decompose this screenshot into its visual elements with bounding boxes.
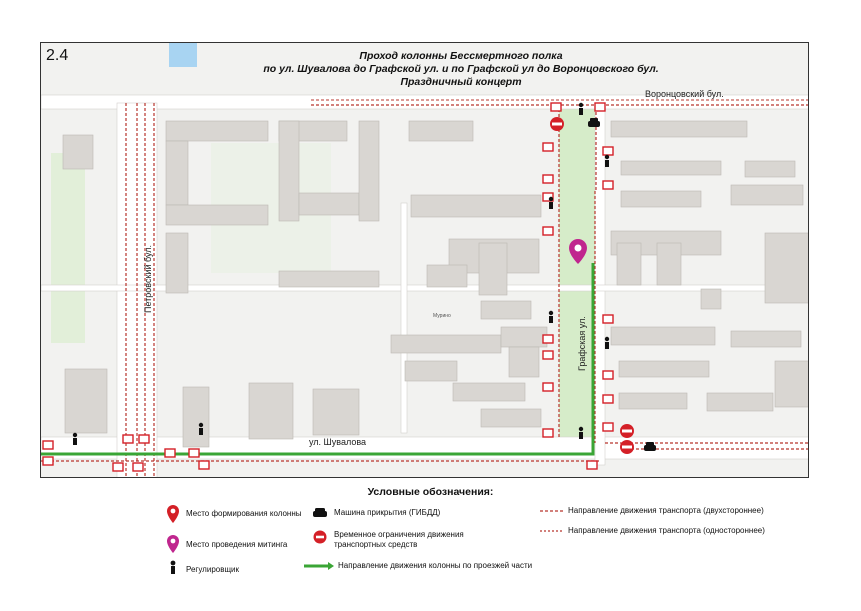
person-icon [548, 310, 554, 323]
barriers [42, 102, 614, 472]
barrier-icon [602, 422, 614, 432]
street-label-shuvalova: ул. Шувалова [309, 437, 366, 447]
map-pin-icon [569, 239, 587, 264]
barrier-icon [586, 460, 598, 470]
legend-label: Регулировщик [186, 565, 240, 574]
traffic-officers [72, 102, 610, 445]
map-title: Проход колонны Бессмертного полка по ул.… [241, 50, 681, 89]
legend-label: Направление движения колонны по проезжей… [338, 561, 533, 570]
buildings [62, 120, 808, 448]
dashed-line-icon [540, 510, 564, 512]
legend-label: Направление движения транспорта (односто… [568, 526, 765, 535]
barrier-icon [542, 142, 554, 152]
barrier-icon [602, 146, 614, 156]
barrier-icon [602, 180, 614, 190]
car-icon [313, 508, 327, 517]
no-entry-icon [550, 117, 564, 131]
water-area [169, 43, 197, 67]
barrier-icon [132, 462, 144, 472]
no-entry-icon [313, 530, 327, 544]
map-frame: Воронцовский бул. Петровский бул. Графск… [40, 42, 809, 478]
map-pin-icon [167, 535, 179, 553]
barrier-icon [164, 448, 176, 458]
legend-label: Временное ограничения движения транспорт… [334, 530, 464, 549]
no-entry-icon [620, 440, 634, 454]
barrier-icon [602, 370, 614, 380]
sheet-number: 2.4 [46, 47, 69, 64]
legend-label: Место формирования колонны [186, 509, 302, 518]
legend-label: Место проведения митинга [186, 540, 288, 549]
barrier-icon [42, 440, 54, 450]
legend-title: Условные обозначения: [367, 486, 494, 498]
barrier-icon [42, 456, 54, 466]
barrier-icon [138, 434, 150, 444]
column-route [41, 263, 595, 456]
barrier-icon [550, 102, 562, 112]
barrier-icon [542, 350, 554, 360]
car-icon [588, 118, 600, 127]
barrier-icon [542, 382, 554, 392]
barrier-icon [542, 192, 554, 202]
barrier-icon [602, 314, 614, 324]
person-icon [578, 102, 584, 115]
legend-label: Машина прикрытия (ГИБДД) [334, 508, 441, 517]
street-label-vorontsovsky: Воронцовский бул. [645, 89, 724, 99]
barrier-icon [602, 394, 614, 404]
map-canvas: Воронцовский бул. Петровский бул. Графск… [41, 43, 808, 477]
barrier-icon [112, 462, 124, 472]
person-icon [604, 336, 610, 349]
no-entry-signs [550, 117, 634, 454]
person-icon [604, 154, 610, 167]
map-pin-icon [167, 505, 179, 523]
route-line-icon [304, 562, 334, 570]
barrier-icon [542, 334, 554, 344]
barrier-icon [122, 434, 134, 444]
place-label-murino: Мурино [433, 313, 451, 319]
title-line-1: Проход колонны Бессмертного полка [359, 50, 563, 62]
escort-cars [588, 118, 656, 451]
barrier-icon [198, 460, 210, 470]
park-strip-left [51, 153, 85, 343]
legend-label: Направление движения транспорта (двухсто… [568, 506, 764, 515]
title-line-3: Праздничный концерт [400, 76, 522, 88]
street-label-petrovsky: Петровский бул. [143, 245, 153, 313]
road-network [41, 94, 808, 477]
barrier-icon [542, 428, 554, 438]
car-icon [644, 442, 656, 451]
person-icon [578, 426, 584, 439]
barrier-icon [188, 448, 200, 458]
person-icon [72, 432, 78, 445]
barrier-icon [542, 174, 554, 184]
barrier-icon [594, 102, 606, 112]
person-icon [170, 560, 176, 574]
no-entry-icon [620, 424, 634, 438]
street-label-grafskaya: Графская ул. [577, 316, 587, 371]
barrier-icon [542, 226, 554, 236]
person-icon [198, 422, 204, 435]
person-icon [548, 196, 554, 209]
title-line-2: по ул. Шувалова до Графской ул. и по Гра… [263, 63, 659, 75]
grafskaya-green-median [559, 105, 595, 449]
dashed-line-icon [540, 530, 564, 532]
